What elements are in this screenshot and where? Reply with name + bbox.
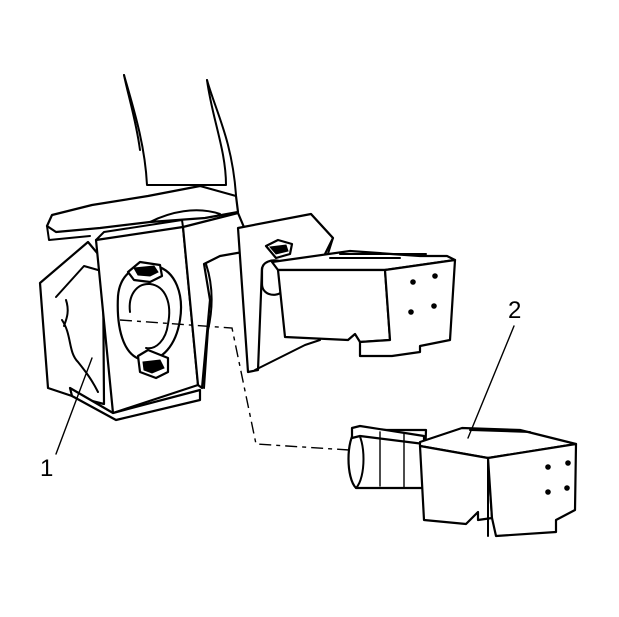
mounting-bracket [38,211,248,422]
alignment-path-line [119,319,381,453]
callout-1: 1 [40,357,93,482]
replacement-sensor [347,424,578,538]
callout-2: 2 [467,297,521,439]
callout-2-label: 2 [508,297,521,324]
installed-sensor [236,212,457,374]
callout-1-label: 1 [40,455,53,482]
callout-1-leader [55,357,93,455]
pedal-bracket [45,74,240,241]
callout-2-leader [467,325,515,439]
